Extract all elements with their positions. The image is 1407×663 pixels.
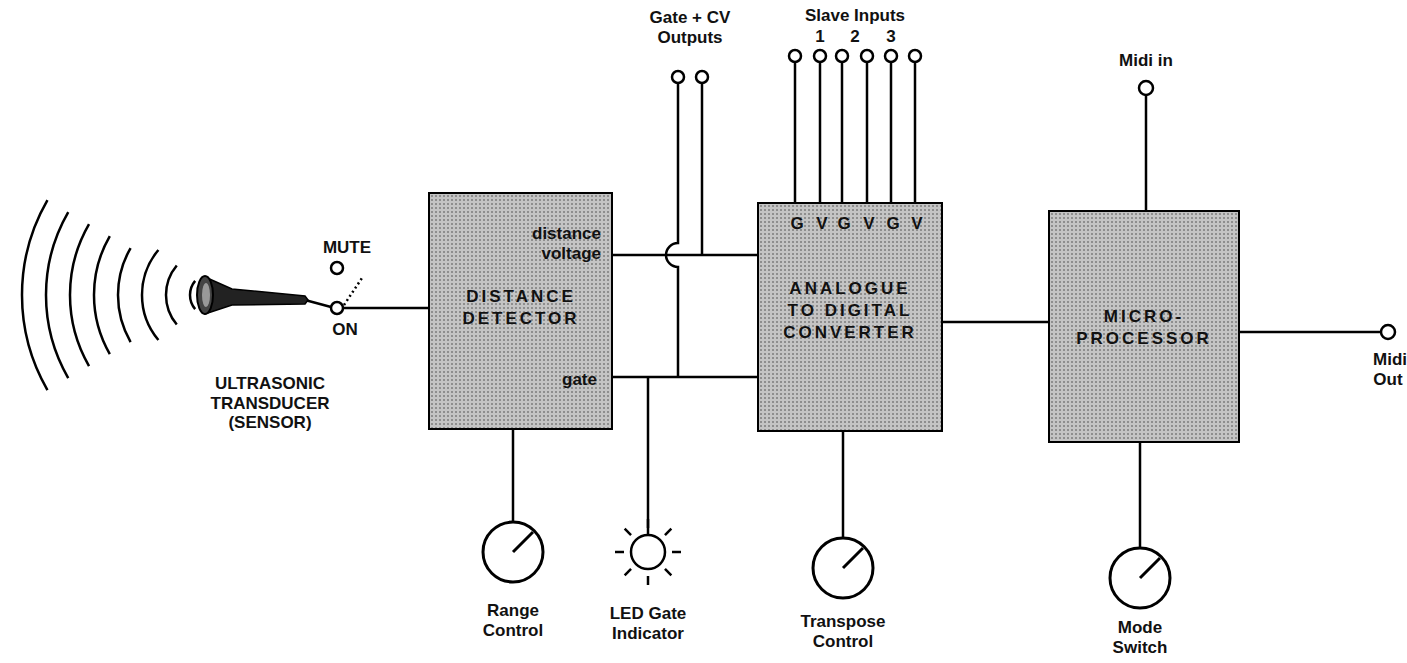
port-label: Midi in (1101, 51, 1191, 71)
sound-wave (46, 212, 68, 378)
switch-label: ON (325, 320, 365, 340)
signal-line (943, 322, 1048, 323)
pin-label: G (885, 214, 901, 234)
box-title: ANALOGUE TO DIGITAL CONVERTER (777, 278, 923, 344)
box-title: MICRO- PROCESSOR (1071, 306, 1217, 350)
process-box: ANALOGUE TO DIGITAL CONVERTERGVGVGV (757, 202, 943, 432)
channel-number: 3 (881, 27, 901, 47)
sound-wave (142, 250, 158, 340)
channel-number: 1 (810, 27, 830, 47)
control-label: Transpose Control (791, 612, 896, 651)
led-ray (665, 569, 671, 575)
led-indicator (615, 519, 681, 585)
led-ray (647, 519, 650, 528)
channel-number: 2 (845, 27, 865, 47)
indicator-label: LED Gate Indicator (601, 604, 696, 643)
signal-name: gate (517, 370, 597, 390)
led-ray (625, 569, 631, 575)
led-ray (615, 551, 624, 554)
pin-label: V (814, 214, 830, 234)
led-ray (647, 576, 650, 585)
output-label: Gate + CV Outputs (633, 8, 748, 47)
process-box: MICRO- PROCESSOR (1048, 210, 1240, 443)
sound-wave (94, 236, 110, 354)
sound-wave (70, 224, 89, 366)
sound-wave (166, 265, 177, 324)
box-title: DISTANCE DETECTOR (448, 286, 594, 330)
switch-label: MUTE (317, 238, 377, 258)
wires (305, 62, 1381, 548)
part-label: ULTRASONIC TRANSDUCER (SENSOR) (195, 374, 345, 433)
knobs (483, 522, 1170, 608)
control-label: Mode Switch (1103, 618, 1178, 657)
signal-line (613, 255, 757, 256)
led-ray (672, 551, 681, 554)
pin-label: V (909, 214, 925, 234)
process-box: DISTANCE DETECTOR distance voltage gate (428, 192, 613, 430)
signal-name: distance voltage (491, 224, 601, 263)
pin-label: G (789, 214, 805, 234)
signal-line (613, 377, 757, 378)
control-label: Range Control (473, 601, 553, 640)
sound-wave (190, 281, 195, 309)
sound-wave (118, 248, 131, 342)
pin-label: G (836, 214, 852, 234)
sound-wave (22, 200, 47, 390)
pin-label: V (861, 214, 877, 234)
led-ray (625, 529, 631, 535)
port-label: Midi Out (1373, 350, 1403, 389)
ultrasonic-transducer (22, 200, 308, 390)
led-ray (665, 529, 671, 535)
input-label: Slave Inputs (790, 6, 920, 26)
